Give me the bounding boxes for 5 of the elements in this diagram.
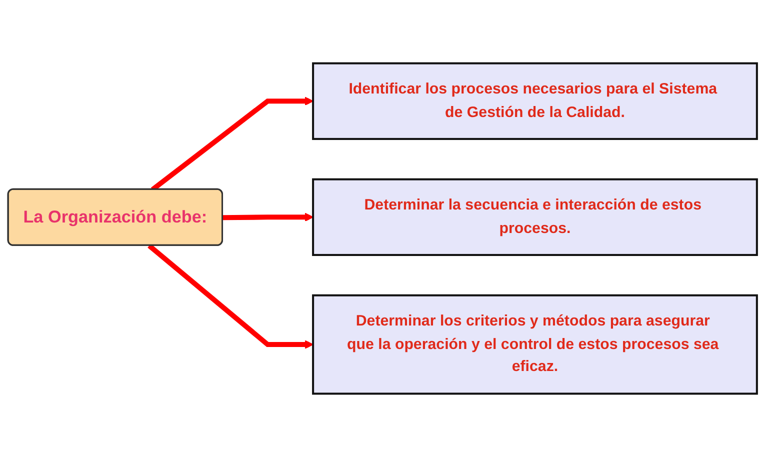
arrow bbox=[148, 244, 314, 349]
arrow bbox=[222, 212, 314, 222]
node-box: Determinar los criterios y métodos para asegurar que la operación y el control de estos procesos sea eficaz. bbox=[312, 294, 758, 395]
node-box: Identificar los procesos necesarios para el Sistema de Gestión de la Calidad. bbox=[312, 62, 758, 140]
node-box: Determinar la secuencia e interacción de estos procesos. bbox=[312, 178, 758, 256]
